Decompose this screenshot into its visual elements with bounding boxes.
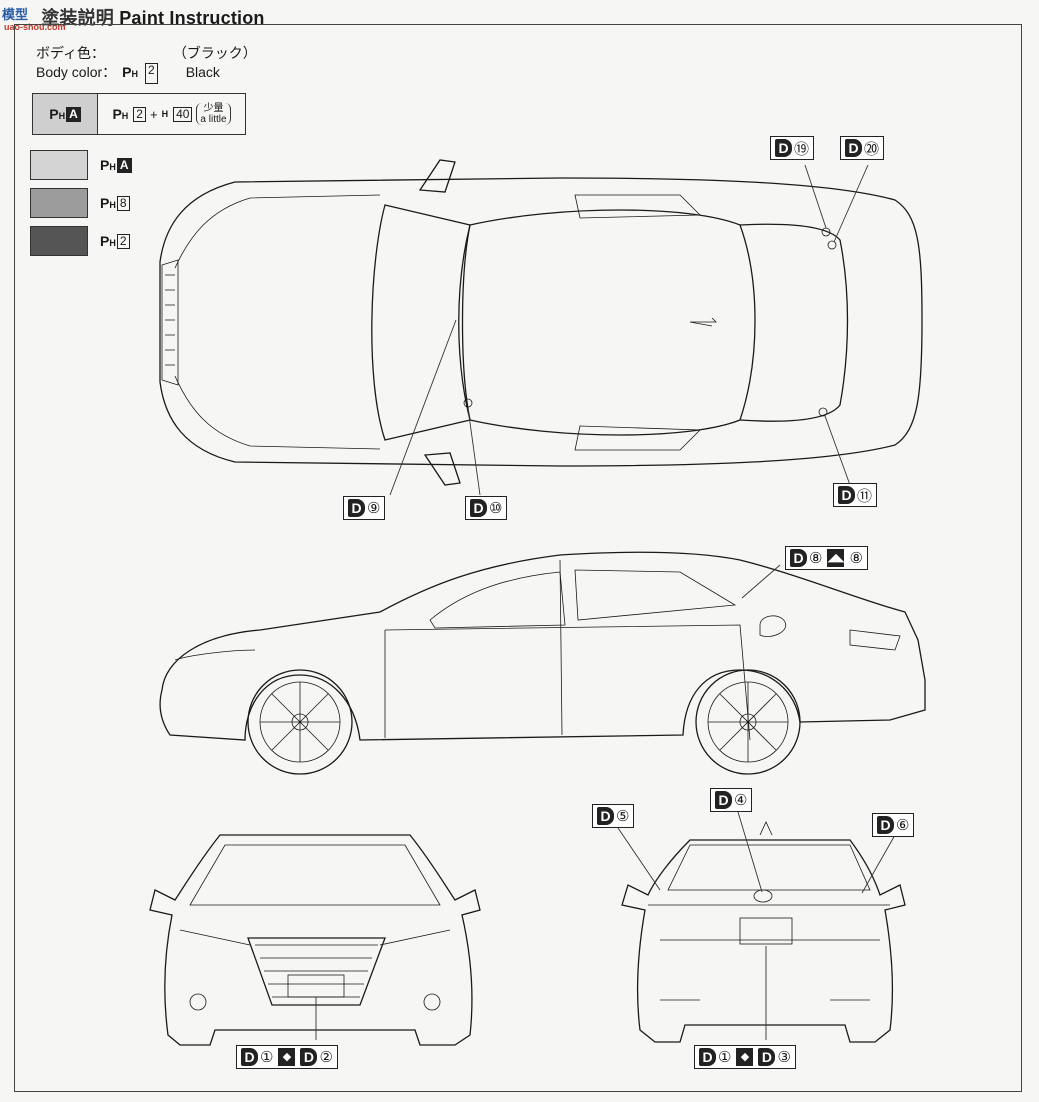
paint-code-box: 40 <box>173 106 193 122</box>
car-side-view <box>159 551 926 775</box>
paint-code-box: A <box>116 157 132 173</box>
paint-code-box: 2 <box>133 106 146 122</box>
body-color-name-en: Black <box>185 64 220 80</box>
body-color-block: ボディ色： （ブラック） Body color： PH 2 Black <box>36 44 257 84</box>
car-rear-view <box>615 811 906 1043</box>
body-color-label-jp: ボディ色： <box>36 45 106 61</box>
car-top-view <box>159 159 923 496</box>
watermark-logo: 模型 <box>2 7 29 22</box>
swap-arrows-icon: ◆ <box>736 1048 754 1066</box>
paint-code-box: A <box>66 106 81 122</box>
plus-sign: + <box>149 106 158 122</box>
title-jp: 塗装説明 <box>41 8 115 28</box>
legend-swatch <box>30 226 88 256</box>
body-color-label-en: Body color： <box>36 64 117 80</box>
paint-code-box: 2 <box>116 233 130 249</box>
mirror-icon: ◢◣ <box>827 549 845 567</box>
paint-h-icon: PH <box>49 106 66 122</box>
swap-arrows-icon: ◆ <box>278 1048 296 1066</box>
instruction-frame <box>14 24 1022 1092</box>
legend-swatch <box>30 150 88 180</box>
title-en: Paint Instruction <box>119 8 265 28</box>
paint-h-icon: PH <box>100 195 116 211</box>
paint-h-icon: PH <box>112 106 129 122</box>
body-color-name-jp: （ブラック） <box>172 45 257 61</box>
paint-h-icon: PH <box>122 64 138 80</box>
car-front-view <box>149 834 481 1046</box>
paint-code-box: 2 <box>145 63 158 84</box>
page-title: 塗装説明 Paint Instruction <box>10 4 265 30</box>
watermark-url: uao-shou.com <box>4 22 66 32</box>
paint-h-icon: PH <box>100 157 116 173</box>
paint-h-icon: PH <box>100 233 116 249</box>
paint-h-icon-small: H <box>161 108 169 119</box>
paint-code-box: 8 <box>116 195 130 211</box>
legend-swatch <box>30 188 88 218</box>
